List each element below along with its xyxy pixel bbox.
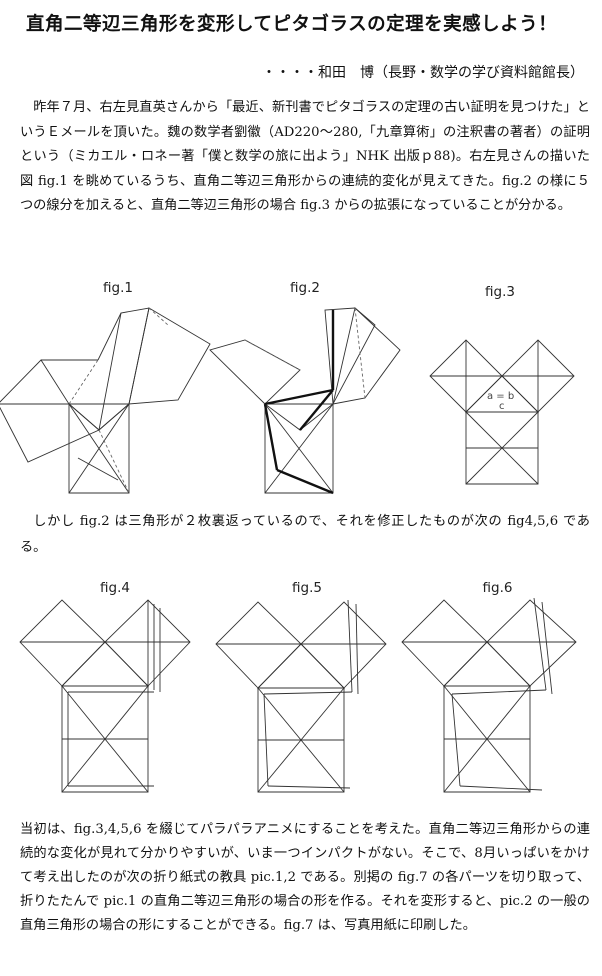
figure-6-drawing <box>401 597 577 793</box>
paragraph-conclusion: 当初は、fig.3,4,5,6 を綴じてパラパラアニメにすることを考えた。直角二… <box>20 822 590 933</box>
figure-5-drawing <box>215 599 387 793</box>
figure-4-caption: fig.4 <box>100 580 130 596</box>
figure-1-caption: fig.1 <box>103 280 133 296</box>
paragraph-intro: 昨年７月、右左見直英さんから「最近、新刊書でピタゴラスの定理の古い証明を見つけた… <box>20 100 590 213</box>
figure-3-label-c: c <box>499 401 505 412</box>
figure-2: fig.2 <box>209 280 401 500</box>
author-line: ・・・・和田 博（長野・数学の学び資料館館長） <box>262 65 584 81</box>
figure-3: fig.3 a = b c <box>415 284 585 496</box>
figure-6: fig.6 <box>400 580 595 805</box>
figure-1: fig.1 <box>0 280 211 500</box>
paragraph-correction: しかし fig.2 は三角形が２枚裏返っているので、それを修正したものが次の f… <box>20 514 590 555</box>
figure-4: fig.4 <box>19 580 210 805</box>
figure-2-drawing <box>209 307 401 495</box>
figure-4-drawing <box>19 599 191 793</box>
figure-3-drawing: a = b c <box>429 339 575 485</box>
figure-3-caption: fig.3 <box>485 284 515 300</box>
figure-5: fig.5 <box>212 580 402 805</box>
figure-3-label-ab: a = b <box>487 391 514 402</box>
figure-2-caption: fig.2 <box>290 280 320 296</box>
figure-6-caption: fig.6 <box>482 580 513 596</box>
figure-1-drawing <box>0 307 211 494</box>
figure-5-caption: fig.5 <box>292 580 322 596</box>
article-title: 直角二等辺三角形を変形してピタゴラスの定理を実感しよう！ <box>26 14 558 35</box>
